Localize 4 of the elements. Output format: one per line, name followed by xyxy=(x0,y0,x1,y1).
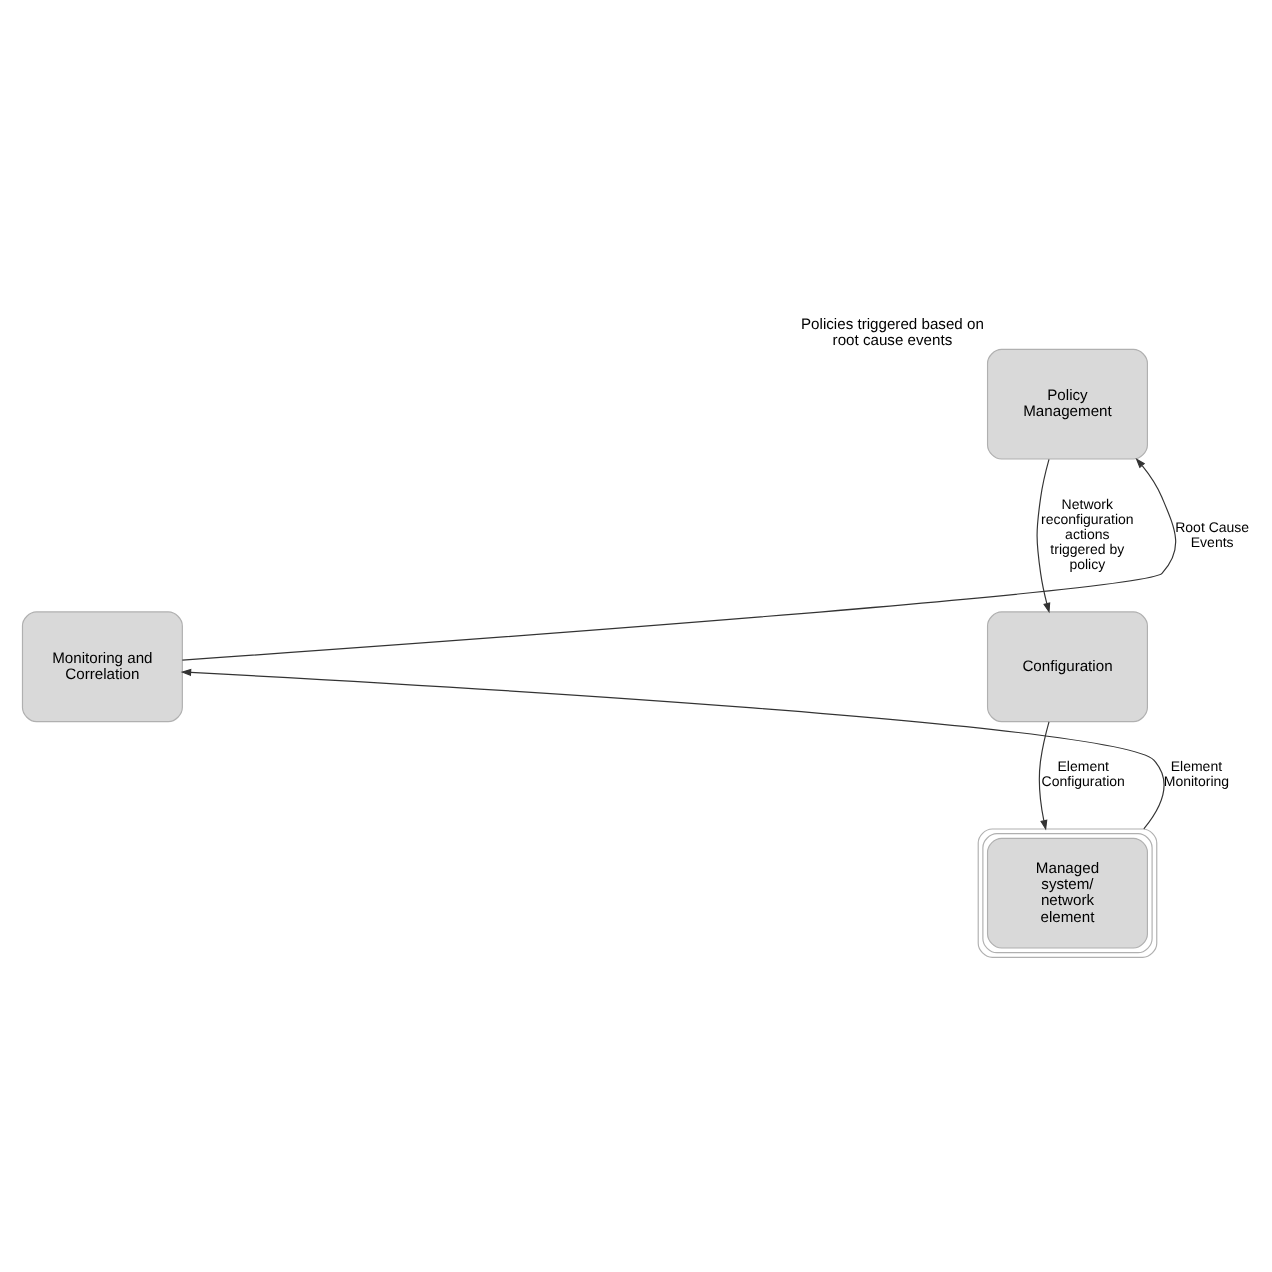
arrow xyxy=(181,456,1177,660)
arrow xyxy=(180,667,1165,829)
arrow xyxy=(1036,457,1051,613)
arrow xyxy=(1038,720,1050,830)
